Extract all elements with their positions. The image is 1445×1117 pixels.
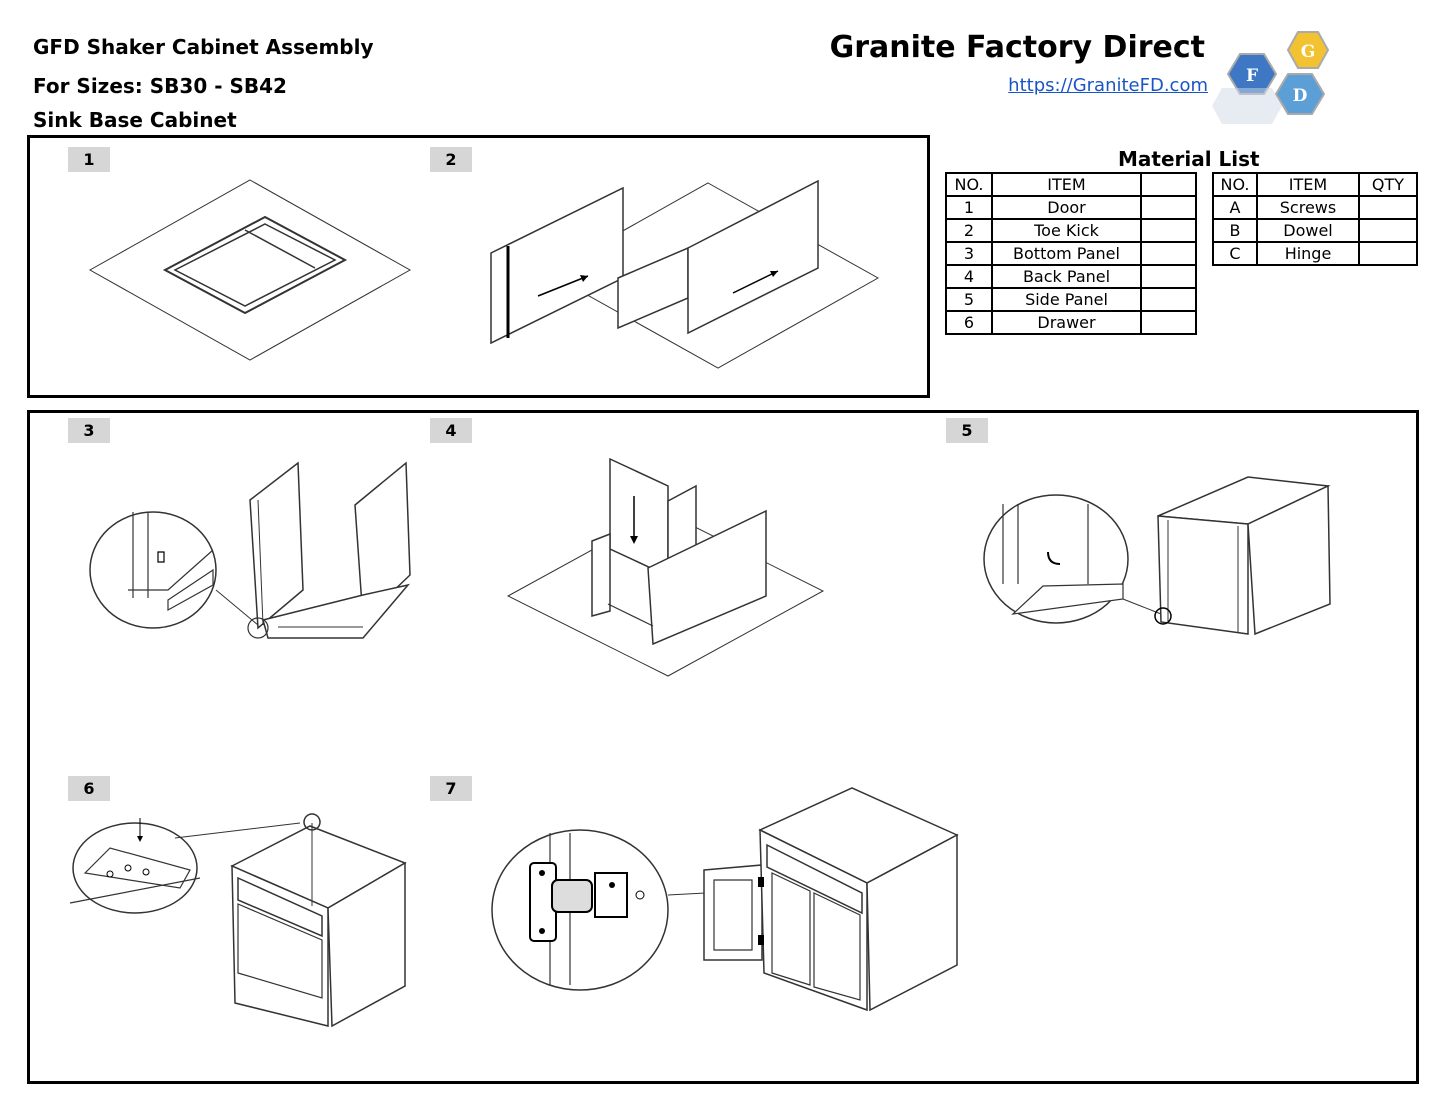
part-number: 1 xyxy=(945,195,993,220)
step-5-illustration xyxy=(983,474,1338,644)
part-item: Drawer xyxy=(991,310,1142,335)
hardware-number: C xyxy=(1212,241,1258,266)
step-1-illustration xyxy=(80,170,420,370)
steps-panel-top xyxy=(27,135,930,398)
brand-url-link[interactable]: https://GraniteFD.com xyxy=(1008,75,1208,96)
column-header: ITEM xyxy=(1256,172,1360,197)
column-header: NO. xyxy=(945,172,993,197)
part-qty xyxy=(1140,218,1197,243)
column-header: ITEM xyxy=(991,172,1142,197)
step-label-1: 1 xyxy=(68,147,110,172)
hardware-item: Screws xyxy=(1256,195,1360,220)
part-qty xyxy=(1140,264,1197,289)
logo-letter-f: F xyxy=(1246,66,1258,86)
part-number: 3 xyxy=(945,241,993,266)
part-qty xyxy=(1140,310,1197,335)
column-header: NO. xyxy=(1212,172,1258,197)
size-range: For Sizes: SB30 - SB42 xyxy=(33,74,287,98)
hardware-qty xyxy=(1358,195,1418,220)
step-6-illustration xyxy=(70,808,410,1028)
table-header-row: NO. ITEM xyxy=(945,172,1197,197)
step-label-4: 4 xyxy=(430,418,472,443)
part-number: 5 xyxy=(945,287,993,312)
part-qty xyxy=(1140,241,1197,266)
table-header-row: NO. ITEM QTY xyxy=(1212,172,1418,197)
part-item: Side Panel xyxy=(991,287,1142,312)
part-item: Door xyxy=(991,195,1142,220)
hardware-number: B xyxy=(1212,218,1258,243)
gfd-logo-icon: G F D xyxy=(1212,31,1330,124)
cabinet-type: Sink Base Cabinet xyxy=(33,108,237,132)
material-list-title: Material List xyxy=(1118,147,1260,171)
step-label-5: 5 xyxy=(946,418,988,443)
step-label-7: 7 xyxy=(430,776,472,801)
part-item: Back Panel xyxy=(991,264,1142,289)
step-label-2: 2 xyxy=(430,147,472,172)
step-2-illustration xyxy=(488,178,888,378)
hardware-number: A xyxy=(1212,195,1258,220)
part-number: 6 xyxy=(945,310,993,335)
part-item: Bottom Panel xyxy=(991,241,1142,266)
steps-panel-bottom xyxy=(27,410,1419,1084)
column-header xyxy=(1140,172,1197,197)
hardware-item: Hinge xyxy=(1256,241,1360,266)
step-label-6: 6 xyxy=(68,776,110,801)
part-item: Toe Kick xyxy=(991,218,1142,243)
part-qty xyxy=(1140,287,1197,312)
brand-name: Granite Factory Direct xyxy=(829,30,1205,65)
hardware-item: Dowel xyxy=(1256,218,1360,243)
logo-letter-d: D xyxy=(1293,86,1308,106)
step-3-illustration xyxy=(88,460,418,655)
part-number: 4 xyxy=(945,264,993,289)
hardware-qty xyxy=(1358,218,1418,243)
column-header: QTY xyxy=(1358,172,1418,197)
part-number: 2 xyxy=(945,218,993,243)
document-title: GFD Shaker Cabinet Assembly xyxy=(33,35,374,59)
step-label-3: 3 xyxy=(68,418,110,443)
part-qty xyxy=(1140,195,1197,220)
step-7-illustration xyxy=(492,785,962,1025)
logo-letter-g: G xyxy=(1301,42,1316,62)
hardware-qty xyxy=(1358,241,1418,266)
step-4-illustration xyxy=(508,456,828,681)
